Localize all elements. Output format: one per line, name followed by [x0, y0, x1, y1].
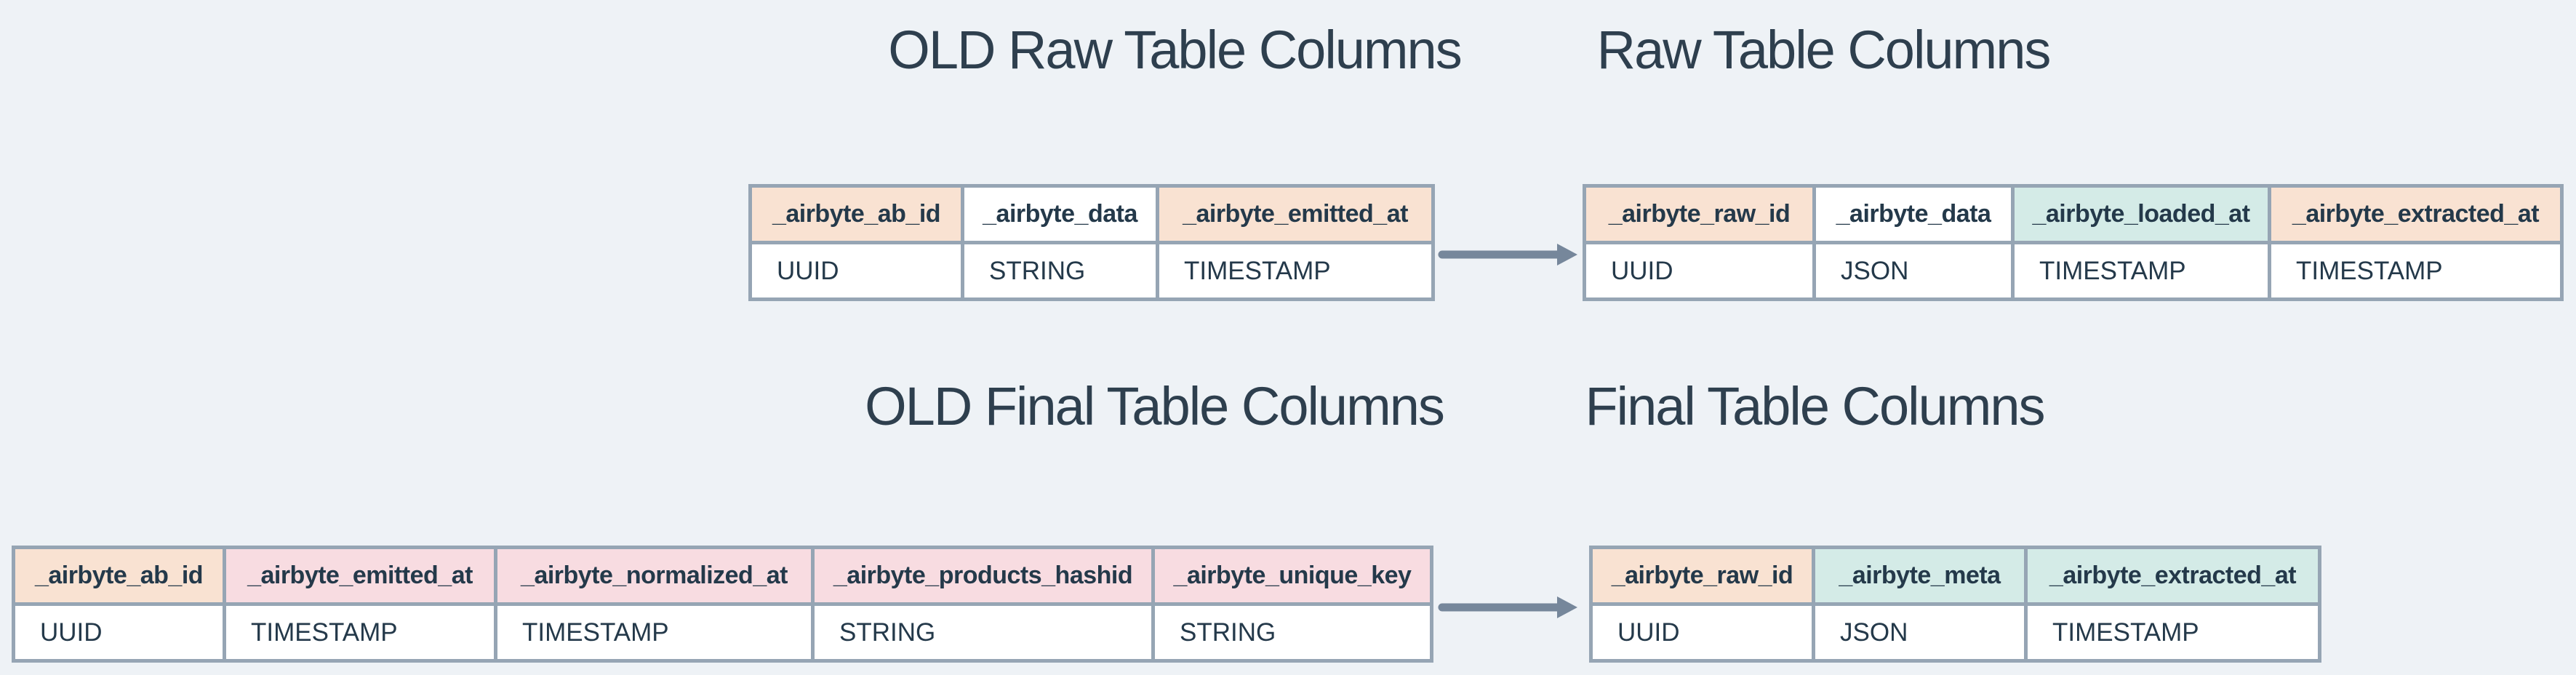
column-header-cell: _airbyte_unique_key	[1151, 546, 1433, 606]
column-type-cell: UUID	[1583, 241, 1816, 301]
column-type-cell: TIMESTAMP	[494, 602, 815, 663]
raw-table-title: Raw Table Columns	[1596, 20, 2052, 80]
old-raw-table-title: OLD Raw Table Columns	[888, 20, 1462, 80]
column-type-cell: TIMESTAMP	[2011, 241, 2271, 301]
header-row: _airbyte_raw_id_airbyte_meta_airbyte_ext…	[1589, 546, 2321, 606]
column-type-cell: UUID	[748, 241, 964, 301]
header-row: _airbyte_raw_id_airbyte_data_airbyte_loa…	[1583, 184, 2564, 244]
header-row: _airbyte_ab_id_airbyte_emitted_at_airbyt…	[12, 546, 1433, 606]
final-table: _airbyte_raw_id_airbyte_meta_airbyte_ext…	[1589, 546, 2321, 663]
column-header-cell: _airbyte_data	[1812, 184, 2015, 244]
column-type-cell: TIMESTAMP	[1156, 241, 1435, 301]
column-type-cell: JSON	[1812, 241, 2015, 301]
column-header-cell: _airbyte_data	[961, 184, 1159, 244]
column-header-cell: _airbyte_extracted_at	[2268, 184, 2564, 244]
column-type-cell: JSON	[1812, 602, 2028, 663]
column-type-cell: TIMESTAMP	[2268, 241, 2564, 301]
column-type-cell: TIMESTAMP	[223, 602, 497, 663]
column-header-cell: _airbyte_ab_id	[12, 546, 226, 606]
final-table-grid: _airbyte_raw_id_airbyte_meta_airbyte_ext…	[1589, 546, 2321, 663]
column-header-cell: _airbyte_extracted_at	[2024, 546, 2321, 606]
column-type-cell: STRING	[811, 602, 1155, 663]
raw-table: _airbyte_raw_id_airbyte_data_airbyte_loa…	[1583, 184, 2564, 301]
raw-migration-arrow-icon	[1438, 244, 1577, 265]
column-header-cell: _airbyte_ab_id	[748, 184, 964, 244]
column-header-cell: _airbyte_raw_id	[1583, 184, 1816, 244]
old-final-table-grid: _airbyte_ab_id_airbyte_emitted_at_airbyt…	[12, 546, 1433, 663]
raw-table-grid: _airbyte_raw_id_airbyte_data_airbyte_loa…	[1583, 184, 2564, 301]
column-type-cell: UUID	[1589, 602, 1815, 663]
old-final-table: _airbyte_ab_id_airbyte_emitted_at_airbyt…	[12, 546, 1433, 663]
column-type-cell: TIMESTAMP	[2024, 602, 2321, 663]
column-type-cell: STRING	[1151, 602, 1433, 663]
column-header-cell: _airbyte_loaded_at	[2011, 184, 2271, 244]
final-table-title: Final Table Columns	[1585, 376, 2045, 436]
column-type-cell: STRING	[961, 241, 1159, 301]
column-header-cell: _airbyte_products_hashid	[811, 546, 1155, 606]
column-header-cell: _airbyte_emitted_at	[1156, 184, 1435, 244]
final-migration-arrow-icon	[1438, 596, 1577, 618]
header-row: _airbyte_ab_id_airbyte_data_airbyte_emit…	[748, 184, 1435, 244]
old-raw-table: _airbyte_ab_id_airbyte_data_airbyte_emit…	[748, 184, 1435, 301]
old-final-table-title: OLD Final Table Columns	[865, 376, 1445, 436]
column-header-cell: _airbyte_meta	[1812, 546, 2028, 606]
column-header-cell: _airbyte_normalized_at	[494, 546, 815, 606]
column-header-cell: _airbyte_raw_id	[1589, 546, 1815, 606]
column-header-cell: _airbyte_emitted_at	[223, 546, 497, 606]
column-type-cell: UUID	[12, 602, 226, 663]
old-raw-table-grid: _airbyte_ab_id_airbyte_data_airbyte_emit…	[748, 184, 1435, 301]
